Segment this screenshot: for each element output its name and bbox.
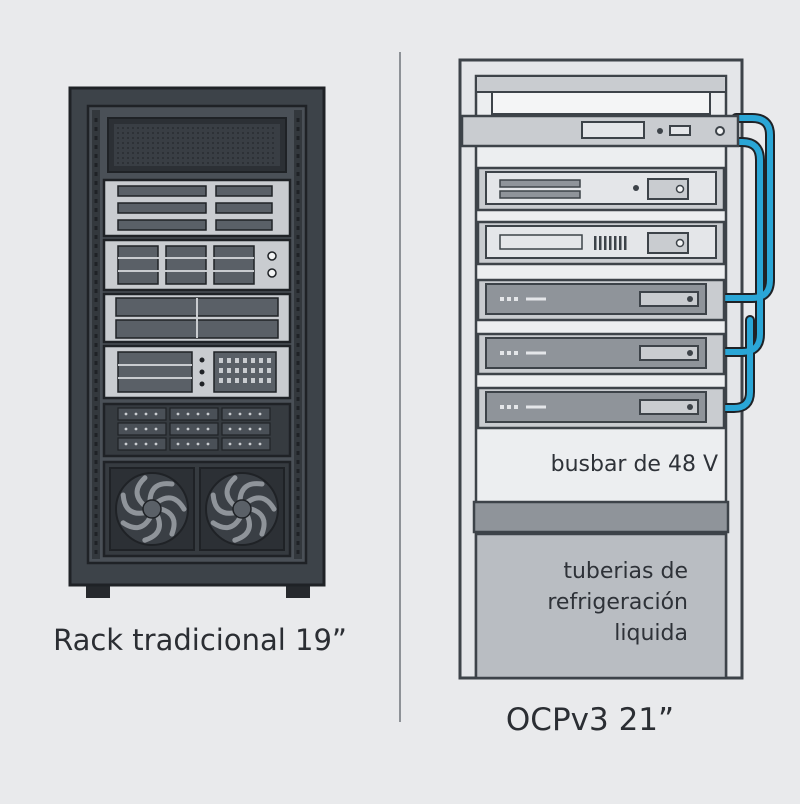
pipes-compartment [474, 532, 728, 680]
server-unit-2 [102, 238, 292, 292]
fan-icon [115, 472, 189, 546]
ocp-sled-3 [476, 278, 726, 322]
drive-bay-panel [102, 402, 292, 458]
ocp-rack [458, 58, 775, 680]
fan-panel [102, 460, 292, 558]
coolant-pipes [695, 113, 775, 413]
traditional-rack [68, 86, 326, 598]
vent-grille [114, 124, 280, 166]
rail-holes [94, 118, 300, 554]
ocp-sled-2 [476, 220, 726, 266]
ocp-header-unit [460, 114, 740, 148]
server-unit-3 [102, 292, 292, 344]
traditional-rack-label: Rack tradicional 19” [53, 623, 347, 657]
power-button-icon [267, 268, 277, 278]
server-unit-1 [102, 178, 292, 238]
ocp-top-tray [491, 91, 711, 115]
fan-icon [205, 472, 279, 546]
ocp-sled-1 [476, 166, 726, 212]
ocp-sled-4 [476, 332, 726, 376]
busbar-label: busbar de 48 V [550, 452, 718, 477]
busbar-48v [472, 500, 730, 534]
vent-perforation [117, 127, 274, 164]
ocp-top-bar [475, 75, 727, 93]
status-led-icon [267, 251, 277, 261]
ocp-sled-5 [476, 386, 726, 430]
pipes-label: tuberias de refrigeración liquida [547, 559, 688, 646]
server-unit-4 [102, 344, 292, 400]
ocp-rack-label: OCPv3 21” [505, 702, 675, 738]
